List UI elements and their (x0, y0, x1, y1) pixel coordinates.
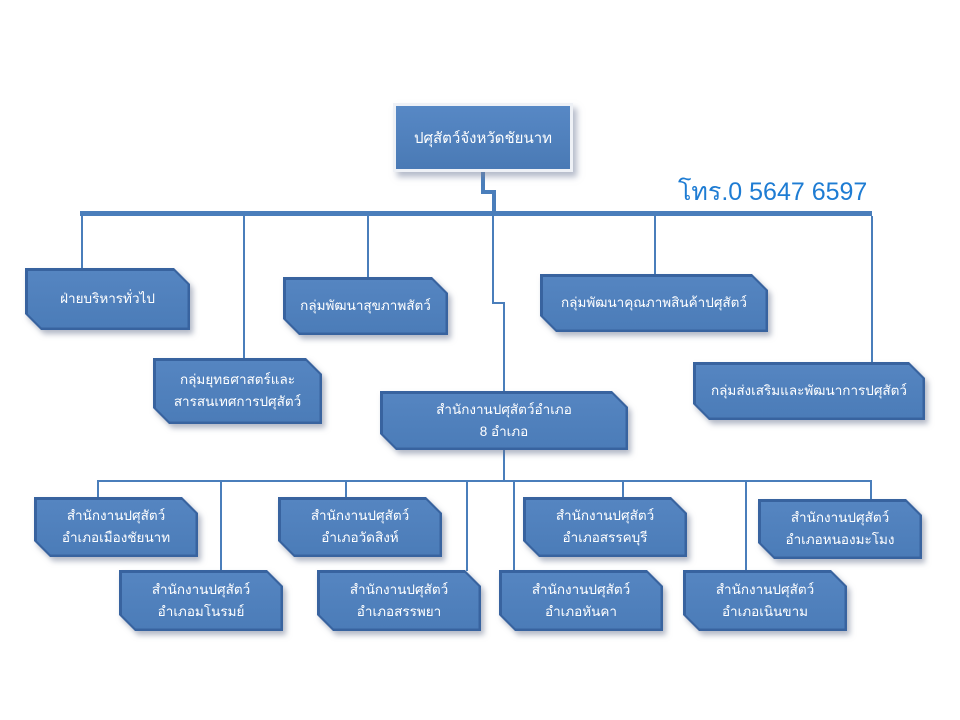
org-box-label: สำนักงานปศุสัตว์ (715, 581, 815, 597)
box-fill: ฝ่ายบริหารทั่วไป (28, 271, 188, 328)
org-box-district-wat-sing: สำนักงานปศุสัตว์ อำเภอวัดสิงห์ (278, 497, 442, 557)
connector-line (97, 481, 99, 498)
org-box-district-sankhaburi: สำนักงานปศุสัตว์ อำเภอสรรคบุรี (523, 497, 687, 557)
box-border: สำนักงานปศุสัตว์ อำเภอสรรคบุรี (523, 497, 687, 557)
connector-line (481, 190, 496, 194)
org-box-promotion-development: กลุ่มส่งเสริมและพัฒนาการปศุสัตว์ (693, 362, 925, 420)
org-box-district-nong-mamong: สำนักงานปศุสัตว์ อำเภอหนองมะโมง (758, 499, 922, 559)
org-box-strategy-information: กลุ่มยุทธศาสตร์และ สารสนเทศการปศุสัตว์ (153, 358, 322, 424)
connector-line (466, 481, 468, 571)
box-fill: สำนักงานปศุสัตว์ อำเภอวัดสิงห์ (281, 500, 440, 555)
org-box-district-sapphaya: สำนักงานปศุสัตว์ อำเภอสรรพยา (317, 570, 481, 631)
box-fill: สำนักงานปศุสัตว์ อำเภอเมืองชัยนาท (37, 500, 196, 555)
org-box-animal-health: กลุ่มพัฒนาสุขภาพสัตว์ (283, 277, 448, 335)
box-border: สำนักงานปศุสัตว์ อำเภอเนินขาม (683, 570, 847, 631)
box-border: สำนักงานปศุสัตว์ อำเภอเมืองชัยนาท (34, 497, 198, 557)
box-border: สำนักงานปศุสัตว์ อำเภอมโนรมย์ (119, 570, 283, 631)
org-box-label: กลุ่มพัฒนาคุณภาพสินค้าปศุสัตว์ (561, 295, 747, 311)
box-fill: สำนักงานปศุสัตว์ อำเภอเนินขาม (686, 573, 845, 629)
org-box-label: ฝ่ายบริหารทั่วไป (60, 291, 155, 307)
connector-line (503, 302, 505, 391)
connector-line (870, 481, 872, 500)
connector-line (622, 481, 624, 498)
org-box-provincial-office: ปศุสัตว์จังหวัดชัยนาท (393, 103, 573, 172)
org-box-label: สำนักงานปศุสัตว์ (151, 581, 251, 597)
connector-line (503, 450, 505, 481)
box-border: สำนักงานปศุสัตว์อำเภอ 8 อำเภอ (380, 391, 628, 450)
connector-line (513, 481, 515, 571)
box-fill: สำนักงานปศุสัตว์ อำเภอหันคา (502, 573, 661, 629)
org-box-label: อำเภอหนองมะโมง (785, 532, 895, 547)
box-fill: สำนักงานปศุสัตว์ อำเภอมโนรมย์ (122, 573, 281, 629)
box-border: กลุ่มพัฒนาสุขภาพสัตว์ (283, 277, 448, 335)
org-box-label: อำเภอสรรพยา (356, 603, 442, 619)
org-box-label: ปศุสัตว์จังหวัดชัยนาท (413, 129, 553, 147)
org-box-label: อำเภอหันคา (544, 603, 618, 619)
org-box-label: 8 อำเภอ (479, 423, 529, 439)
org-box-label: กลุ่มยุทธศาสตร์และ (179, 372, 296, 388)
org-box-label: อำเภอสรรคบุรี (562, 530, 648, 545)
connector-line (745, 481, 747, 571)
box-border: กลุ่มพัฒนาคุณภาพสินค้าปศุสัตว์ (540, 274, 768, 332)
connector-trunk-line (97, 480, 872, 482)
box-fill: สำนักงานปศุสัตว์อำเภอ 8 อำเภอ (383, 394, 626, 448)
box-fill: กลุ่มพัฒนาคุณภาพสินค้าปศุสัตว์ (543, 277, 766, 330)
org-box-label: สำนักงานปศุสัตว์อำเภอ (436, 401, 572, 417)
connector-line (871, 216, 873, 363)
connector-line (81, 216, 83, 269)
org-box-label: อำเภอมโนรมย์ (157, 603, 245, 619)
org-box-district-mueang-chainat: สำนักงานปศุสัตว์ อำเภอเมืองชัยนาท (34, 497, 198, 557)
connector-line (367, 216, 369, 278)
box-fill: กลุ่มส่งเสริมและพัฒนาการปศุสัตว์ (696, 365, 923, 418)
box-border: สำนักงานปศุสัตว์ อำเภอหันคา (499, 570, 663, 631)
org-box-label: สำนักงานปศุสัตว์ (349, 581, 449, 597)
box-border: กลุ่มยุทธศาสตร์และ สารสนเทศการปศุสัตว์ (153, 358, 322, 424)
connector-line (492, 216, 494, 303)
box-fill: สำนักงานปศุสัตว์ อำเภอสรรคบุรี (526, 500, 685, 555)
box-border: สำนักงานปศุสัตว์ อำเภอหนองมะโมง (758, 499, 922, 559)
connector-line (243, 216, 245, 359)
org-box-label: อำเภอเนินขาม (721, 603, 809, 619)
org-box-district-manorom: สำนักงานปศุสัตว์ อำเภอมโนรมย์ (119, 570, 283, 631)
box-fill: สำนักงานปศุสัตว์ อำเภอสรรพยา (320, 573, 479, 629)
box-border: สำนักงานปศุสัตว์ อำเภอวัดสิงห์ (278, 497, 442, 557)
org-box-label: สำนักงานปศุสัตว์ (790, 510, 890, 526)
org-box-label: สำนักงานปศุสัตว์ (555, 508, 655, 524)
box-border: สำนักงานปศุสัตว์ อำเภอสรรพยา (317, 570, 481, 631)
org-box-label: สำนักงานปศุสัตว์ (531, 581, 631, 597)
connector-trunk-line (80, 211, 872, 216)
box-border: ฝ่ายบริหารทั่วไป (25, 268, 190, 330)
org-box-label: กลุ่มส่งเสริมและพัฒนาการปศุสัตว์ (710, 383, 908, 399)
org-box-product-quality: กลุ่มพัฒนาคุณภาพสินค้าปศุสัตว์ (540, 274, 768, 332)
connector-line (220, 481, 222, 571)
box-fill: สำนักงานปศุสัตว์ อำเภอหนองมะโมง (761, 502, 920, 557)
org-box-district-noen-kham: สำนักงานปศุสัตว์ อำเภอเนินขาม (683, 570, 847, 631)
org-box-district-office-hub: สำนักงานปศุสัตว์อำเภอ 8 อำเภอ (380, 391, 628, 450)
box-fill: กลุ่มยุทธศาสตร์และ สารสนเทศการปศุสัตว์ (156, 361, 320, 422)
connector-line (492, 190, 496, 216)
box-border: กลุ่มส่งเสริมและพัฒนาการปศุสัตว์ (693, 362, 925, 420)
connector-line (492, 302, 504, 304)
org-box-district-hankha: สำนักงานปศุสัตว์ อำเภอหันคา (499, 570, 663, 631)
org-box-label: กลุ่มพัฒนาสุขภาพสัตว์ (300, 298, 431, 314)
connector-line (654, 216, 656, 276)
org-box-general-admin: ฝ่ายบริหารทั่วไป (25, 268, 190, 330)
connector-line (481, 172, 485, 194)
org-box-label: อำเภอวัดสิงห์ (321, 530, 399, 545)
phone-number-label: โทร.0 5647 6597 (678, 178, 868, 206)
box-fill: กลุ่มพัฒนาสุขภาพสัตว์ (286, 280, 446, 333)
org-box-label: อำเภอเมืองชัยนาท (61, 530, 171, 545)
org-box-label: สำนักงานปศุสัตว์ (66, 508, 166, 524)
connector-line (345, 481, 347, 498)
org-box-label: สำนักงานปศุสัตว์ (310, 508, 410, 524)
org-box-label: สารสนเทศการปศุสัตว์ (173, 394, 302, 409)
